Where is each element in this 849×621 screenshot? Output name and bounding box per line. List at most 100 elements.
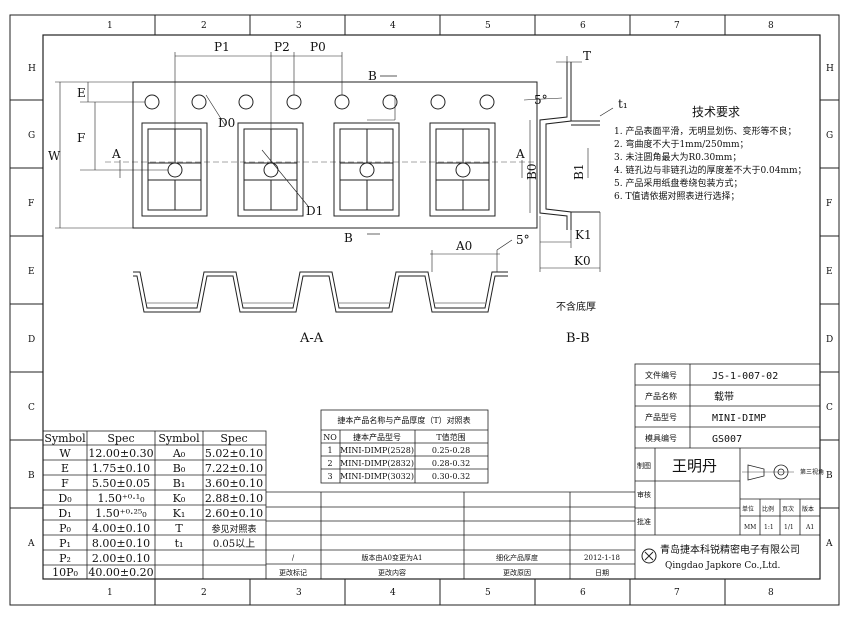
spec-header: Spec — [220, 432, 247, 445]
col-label-bottom-2: 2 — [201, 588, 207, 598]
scale-header: 比例 — [762, 505, 774, 513]
dim-k1: K1 — [575, 228, 592, 242]
spec-cell: 5.50±0.05 — [92, 477, 150, 490]
col-label-top-5: 5 — [485, 21, 491, 31]
row-label-left-b: B — [28, 471, 35, 481]
thickness-cell: 0.28-0.32 — [432, 459, 470, 468]
dim-t: T — [583, 49, 591, 63]
spec-cell: 1.50⁺⁰·²⁵₀ — [95, 507, 147, 520]
revision-date: 2012-1-18 — [584, 554, 620, 562]
spec-cell: B₀ — [173, 462, 186, 475]
thickness-header: NO — [323, 433, 337, 442]
spec-header: Spec — [107, 432, 134, 445]
row-label-right-b: B — [826, 471, 833, 481]
mold-no: GS007 — [712, 434, 742, 445]
col-label-top-6: 6 — [580, 21, 586, 31]
revision-header: 日期 — [595, 569, 609, 577]
spec-cell: 12.00±0.30 — [88, 447, 153, 460]
spec-cell: F — [61, 477, 69, 490]
spec-cell: 40.00±0.20 — [88, 566, 153, 579]
col-label-bottom-7: 7 — [674, 588, 680, 598]
title-block-text: 文件编号 JS-1-007-02 产品名称 载带 产品型号 MINI-DIMP … — [637, 370, 824, 571]
thickness-table-text: 捷本产品名称与产品厚度（T）对照表 NO 捷本产品型号 T值范围 1 MINI-… — [323, 415, 470, 481]
spec-cell: K₀ — [173, 492, 186, 505]
spec-cell: K₁ — [173, 507, 186, 520]
thickness-header: T值范围 — [436, 432, 465, 442]
spec-cell: D₀ — [58, 492, 72, 505]
tech-requirements: 技术要求 1. 产品表面平滑，无明显划伤、变形等不良； 2. 弯曲度不大于1mm… — [614, 105, 807, 202]
thickness-cell: MINI-DIMP(2832) — [340, 459, 414, 468]
col-label-top-1: 1 — [107, 21, 113, 31]
col-label-top-3: 3 — [296, 21, 302, 31]
row-label-right-g: G — [826, 131, 833, 141]
spec-table-text: Symbol Spec Symbol Spec W 12.00±0.30 A₀ … — [44, 432, 263, 579]
tape-top-view — [55, 52, 538, 235]
product-model: MINI-DIMP — [712, 413, 766, 424]
title-block — [634, 363, 821, 580]
drawer-name: 王明丹 — [672, 457, 717, 475]
revision-block — [266, 491, 635, 579]
section-aa — [133, 239, 513, 313]
unit-value: MM — [744, 524, 756, 531]
row-label-right-f: F — [826, 199, 832, 209]
spec-cell: T — [175, 522, 183, 535]
product-model-label: 产品型号 — [645, 412, 677, 422]
spec-cell: 3.60±0.10 — [205, 477, 263, 490]
thickness-cell: 0.25-0.28 — [432, 446, 470, 455]
doc-no: JS-1-007-02 — [712, 371, 778, 382]
thickness-title: 捷本产品名称与产品厚度（T）对照表 — [337, 415, 470, 425]
spec-cell: 2.00±0.10 — [92, 552, 150, 565]
row-label-left-c: C — [28, 403, 35, 413]
sprocket-holes — [144, 94, 495, 110]
col-label-bottom-8: 8 — [768, 588, 774, 598]
revision-header: 更改内容 — [378, 568, 406, 577]
revision-mark: / — [292, 554, 295, 562]
col-label-top-8: 8 — [768, 21, 774, 31]
dim-k0: K0 — [574, 254, 591, 268]
spec-cell: P₀ — [59, 522, 71, 535]
dim-b1: B1 — [572, 164, 586, 180]
section-b-bottom: B — [344, 231, 353, 245]
col-label-top-2: 2 — [201, 21, 207, 31]
section-bb — [523, 56, 614, 272]
thickness-cell: MINI-DIMP(3032) — [340, 472, 414, 481]
spec-cell: B₁ — [173, 477, 186, 490]
company-cn: 青岛捷本科锐精密电子有限公司 — [660, 543, 800, 556]
dim-a0: A0 — [455, 239, 472, 253]
dim-p0: P0 — [310, 40, 326, 54]
thickness-cell: 2 — [327, 459, 332, 468]
col-label-bottom-4: 4 — [390, 588, 396, 598]
section-a-left: A — [111, 147, 121, 161]
spec-cell: 1.75±0.10 — [92, 462, 150, 475]
spec-cell: 10P₀ — [52, 566, 78, 579]
spec-cell: 5.02±0.10 — [205, 447, 263, 460]
side-view-labels: T t₁ 5° B0 B1 K1 K0 — [525, 49, 628, 268]
thickness-cell: MINI-DIMP(2528) — [340, 446, 414, 455]
spec-table — [42, 430, 267, 580]
dim-f: F — [77, 131, 85, 145]
drawer-label: 制图 — [637, 461, 651, 470]
frame-rows: H G F E D C B A H G F E D C B A — [10, 64, 839, 549]
row-label-left-h: H — [28, 64, 36, 74]
row-label-left-f: F — [28, 199, 34, 209]
note-no-bottom: 不含底厚 — [556, 300, 596, 313]
scale-value: 1:1 — [764, 524, 774, 531]
thickness-table — [320, 409, 489, 484]
row-label-left-g: G — [28, 131, 35, 141]
product-name-label: 产品名称 — [645, 391, 677, 401]
dim-w: W — [48, 149, 61, 163]
doc-no-label: 文件编号 — [645, 370, 677, 380]
projection-label: 第三视角 — [800, 468, 824, 476]
company-logo-icon — [641, 548, 657, 564]
row-label-left-d: D — [28, 335, 35, 345]
thickness-cell: 1 — [327, 446, 332, 455]
revision-text: / 版本由A0变更为A1 细化产品厚度 2012-1-18 更改标记 更改内容 … — [279, 553, 620, 577]
approve-label: 批准 — [637, 517, 651, 526]
pockets — [141, 122, 496, 217]
tech-item: 2. 弯曲度不大于1mm/250mm； — [614, 138, 749, 150]
row-label-right-d: D — [826, 335, 833, 345]
revision-content: 版本由A0变更为A1 — [361, 553, 422, 562]
col-label-bottom-5: 5 — [485, 588, 491, 598]
version-value: A1 — [805, 524, 814, 531]
